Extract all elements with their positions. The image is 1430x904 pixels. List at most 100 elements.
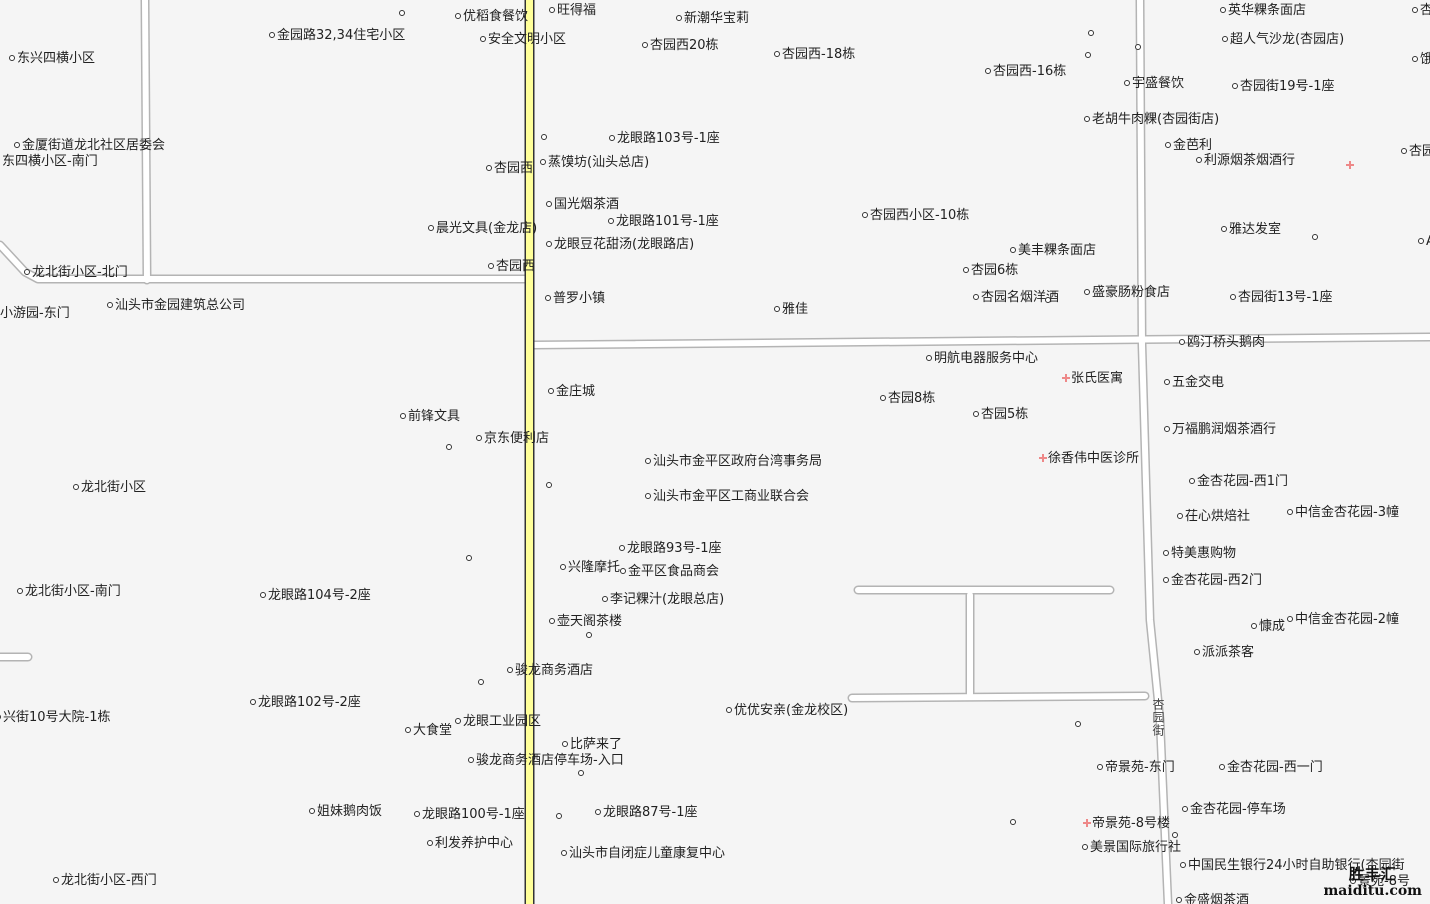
poi-medical-label[interactable]: 帝景苑-8号楼 bbox=[1083, 816, 1170, 832]
poi-label[interactable]: 杏园西小区-10栋 bbox=[862, 208, 969, 224]
poi-marker[interactable] bbox=[1135, 44, 1141, 50]
poi-label[interactable]: 杏园西-16栋 bbox=[985, 64, 1066, 80]
poi-label[interactable]: 龙眼豆花甜汤(龙眼路店) bbox=[546, 237, 694, 253]
poi-label[interactable]: 茌心烘焙社 bbox=[1177, 509, 1250, 525]
poi-label[interactable]: 利源烟茶烟酒行 bbox=[1196, 153, 1295, 169]
poi-label[interactable]: 美景国际旅行社 bbox=[1082, 840, 1181, 856]
poi-marker[interactable] bbox=[1088, 30, 1094, 36]
poi-marker[interactable] bbox=[1085, 52, 1091, 58]
poi-label[interactable]: 万福鹏润烟茶酒行 bbox=[1164, 422, 1276, 438]
poi-label[interactable]: 鸥汀桥头鹅肉 bbox=[1179, 335, 1265, 351]
poi-marker[interactable] bbox=[578, 770, 584, 776]
poi-label[interactable]: 优稻食餐饮 bbox=[455, 9, 528, 25]
poi-label[interactable]: 利发养护中心 bbox=[427, 836, 513, 852]
poi-label[interactable]: 五金交电 bbox=[1164, 375, 1224, 391]
poi-marker[interactable] bbox=[1075, 721, 1081, 727]
poi-label[interactable]: 雅佳 bbox=[774, 302, 808, 318]
poi-label[interactable]: 中信金杏花园-2幢 bbox=[1287, 612, 1399, 628]
poi-label[interactable]: 龙北街小区-北门 bbox=[24, 265, 128, 281]
poi-label[interactable]: 小游园-东门 bbox=[0, 306, 70, 322]
poi-label[interactable]: 骏龙商务酒店停车场-入口 bbox=[468, 753, 624, 769]
poi-label[interactable]: A bbox=[1418, 234, 1430, 250]
poi-label[interactable]: 晨光文具(金龙店) bbox=[428, 221, 537, 237]
poi-label[interactable]: 龙北街小区 bbox=[73, 480, 146, 496]
poi-label[interactable]: 杏园西-18栋 bbox=[774, 47, 855, 63]
poi-label[interactable]: 京东便利店 bbox=[476, 431, 549, 447]
poi-label[interactable]: 超人气沙龙(杏园店) bbox=[1222, 32, 1344, 48]
poi-label[interactable]: 特美惠购物 bbox=[1163, 546, 1236, 562]
poi-label[interactable]: 普罗小镇 bbox=[545, 291, 605, 307]
poi-label[interactable]: 蒸馍坊(汕头总店) bbox=[540, 155, 649, 171]
poi-label[interactable]: 龙眼路102号-2座 bbox=[250, 695, 361, 711]
poi-label[interactable]: 帝景苑-东门 bbox=[1097, 760, 1175, 776]
poi-marker[interactable] bbox=[399, 10, 405, 16]
poi-label[interactable]: 杏园西 bbox=[488, 259, 535, 275]
poi-marker[interactable] bbox=[1010, 819, 1016, 825]
poi-label[interactable]: 大食堂 bbox=[405, 723, 452, 739]
poi-label[interactable]: 景苑-8号 bbox=[1350, 874, 1410, 890]
poi-marker[interactable] bbox=[586, 632, 592, 638]
poi-label[interactable]: 兴街10号大院-1栋 bbox=[0, 710, 111, 726]
poi-marker[interactable] bbox=[1312, 234, 1318, 240]
poi-marker[interactable] bbox=[541, 134, 547, 140]
poi-label[interactable]: 壶天阁茶楼 bbox=[549, 614, 622, 630]
poi-label[interactable]: 杏园西20栋 bbox=[642, 38, 719, 54]
poi-medical-label[interactable]: 徐香伟中医诊所 bbox=[1039, 451, 1139, 467]
poi-label[interactable]: 东四横小区-南门 bbox=[0, 154, 98, 170]
poi-label[interactable]: 金园路32,34住宅小区 bbox=[269, 28, 405, 44]
poi-label[interactable]: 龙眼工业园区 bbox=[455, 714, 541, 730]
poi-label[interactable]: 杏园6栋 bbox=[963, 263, 1018, 279]
poi-label[interactable]: 宇盛餐饮 bbox=[1124, 76, 1184, 92]
poi-label[interactable]: 杏园5栋 bbox=[973, 407, 1028, 423]
poi-label[interactable]: 汕头市金园建筑总公司 bbox=[107, 298, 245, 314]
poi-label[interactable]: 汕头市金平区政府台湾事务局 bbox=[645, 454, 822, 470]
poi-label[interactable]: 龙眼路101号-1座 bbox=[608, 214, 719, 230]
poi-label[interactable]: 东兴四横小区 bbox=[9, 51, 95, 67]
poi-marker[interactable] bbox=[446, 444, 452, 450]
poi-label[interactable]: 龙北街小区-西门 bbox=[53, 873, 157, 889]
poi-label[interactable]: 兴隆摩托 bbox=[560, 560, 620, 576]
poi-label[interactable]: 派派茶客 bbox=[1194, 645, 1254, 661]
poi-label[interactable]: 前锋文具 bbox=[400, 409, 460, 425]
poi-label[interactable]: 美丰粿条面店 bbox=[1010, 243, 1096, 259]
poi-label[interactable]: 中国民生银行24小时自助银行(杏园街 bbox=[1180, 858, 1405, 874]
poi-label[interactable]: 龙眼路104号-2座 bbox=[260, 588, 371, 604]
poi-label[interactable]: 汕头市自闭症儿童康复中心 bbox=[561, 846, 725, 862]
poi-label[interactable]: 金芭利 bbox=[1165, 138, 1212, 154]
poi-label[interactable]: 龙眼路87号-1座 bbox=[595, 805, 698, 821]
poi-label[interactable]: 杏园8栋 bbox=[880, 391, 935, 407]
poi-label[interactable]: 优优安亲(金龙校区) bbox=[726, 703, 848, 719]
medical-cross-icon[interactable] bbox=[1346, 161, 1354, 169]
poi-label[interactable]: 明航电器服务中心 bbox=[926, 351, 1038, 367]
poi-label[interactable]: 骏龙商务酒店 bbox=[507, 663, 593, 679]
poi-label[interactable]: 盛豪肠粉食店 bbox=[1084, 285, 1170, 301]
poi-label[interactable]: 龙眼路103号-1座 bbox=[609, 131, 720, 147]
poi-label[interactable]: 金杏花园-西2门 bbox=[1163, 573, 1262, 589]
poi-marker[interactable] bbox=[556, 813, 562, 819]
poi-label[interactable]: 龙眼路100号-1座 bbox=[414, 807, 525, 823]
poi-label[interactable]: 金杏花园-停车场 bbox=[1182, 802, 1286, 818]
poi-label[interactable]: 安全文明小区 bbox=[480, 32, 566, 48]
poi-label[interactable]: 比萨来了 bbox=[562, 737, 622, 753]
poi-medical-label[interactable]: 张氏医寓 bbox=[1062, 371, 1123, 387]
poi-label[interactable]: 杏园 bbox=[1401, 144, 1430, 160]
poi-label[interactable]: 旺得福 bbox=[549, 3, 596, 19]
poi-label[interactable]: 金厦街道龙北社区居委会 bbox=[14, 138, 165, 154]
poi-marker[interactable] bbox=[1045, 297, 1051, 303]
poi-label[interactable]: 慷成 bbox=[1251, 619, 1285, 635]
poi-label[interactable]: 饿 bbox=[1412, 52, 1430, 68]
poi-marker[interactable] bbox=[1172, 832, 1178, 838]
poi-label[interactable]: 龙北街小区-南门 bbox=[17, 584, 121, 600]
poi-marker[interactable] bbox=[546, 482, 552, 488]
poi-label[interactable]: 新潮华宝莉 bbox=[676, 11, 749, 27]
poi-label[interactable]: 雅达发室 bbox=[1221, 222, 1281, 238]
poi-label[interactable]: 金杏花园-西1门 bbox=[1189, 474, 1288, 490]
poi-label[interactable]: 金杏花园-西一门 bbox=[1219, 760, 1323, 776]
poi-marker[interactable] bbox=[478, 679, 484, 685]
poi-label[interactable]: 李记粿汁(龙眼总店) bbox=[602, 592, 724, 608]
poi-label[interactable]: 杏 bbox=[1412, 3, 1430, 19]
poi-label[interactable]: 杏园西 bbox=[486, 161, 533, 177]
poi-label[interactable]: 英华粿条面店 bbox=[1220, 3, 1306, 19]
poi-label[interactable]: 杏园名烟洋酒 bbox=[973, 290, 1059, 306]
